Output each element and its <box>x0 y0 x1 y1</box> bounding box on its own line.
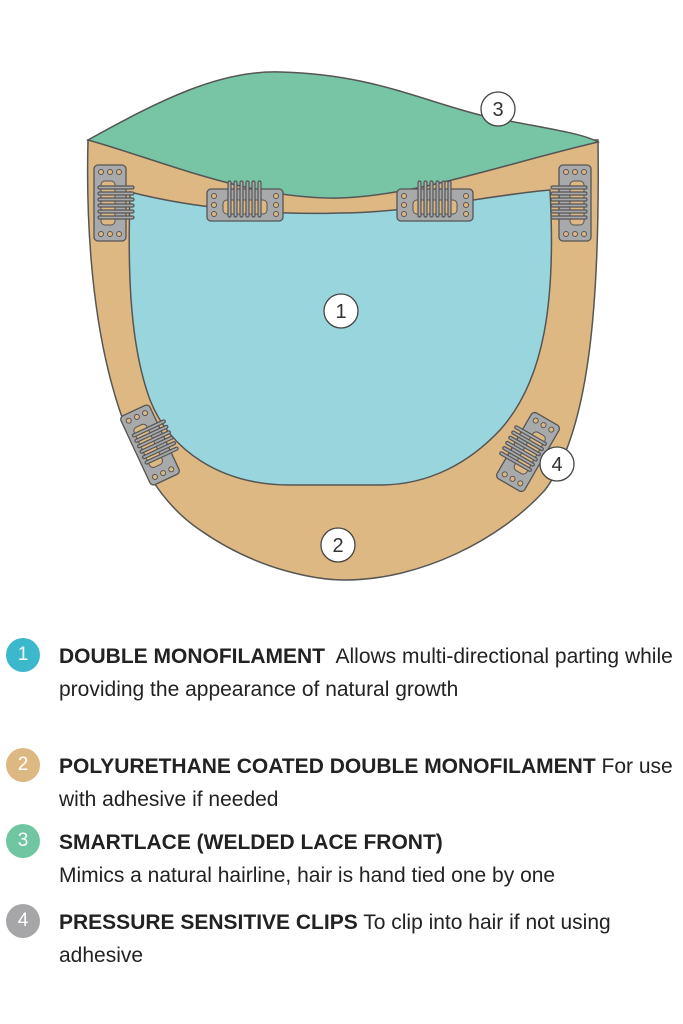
legend-description: Allows multi-directional parting while p… <box>59 645 673 701</box>
label-2: 2 <box>320 527 356 563</box>
legend-title: POLYURETHANE COATED DOUBLE MONOFILAMENT <box>59 755 596 778</box>
legend-description: To clip into hair if not using adhesive <box>59 911 611 967</box>
legend-number-badge: 4 <box>6 904 40 938</box>
svg-text:3: 3 <box>492 99 503 121</box>
legend-title: PRESSURE SENSITIVE CLIPS <box>59 911 358 934</box>
legend-number-badge: 1 <box>6 638 40 672</box>
svg-text:2: 2 <box>332 535 343 557</box>
hairpiece-diagram: 1 2 3 4 <box>86 71 601 581</box>
label-4: 4 <box>539 446 575 482</box>
legend-number-badge: 3 <box>6 824 40 858</box>
label-1: 1 <box>323 293 359 329</box>
legend-title: DOUBLE MONOFILAMENT <box>59 645 325 668</box>
legend-description: Mimics a natural hairline, hair is hand … <box>59 864 556 887</box>
label-3: 3 <box>480 91 516 127</box>
svg-text:4: 4 <box>551 454 562 476</box>
legend-description: For use with adhesive if needed <box>59 755 673 811</box>
legend-number-badge: 2 <box>6 748 40 782</box>
monofilament-area <box>128 189 553 486</box>
legend-title: SMARTLACE (WELDED LACE FRONT) <box>59 831 443 854</box>
svg-text:1: 1 <box>335 301 346 323</box>
